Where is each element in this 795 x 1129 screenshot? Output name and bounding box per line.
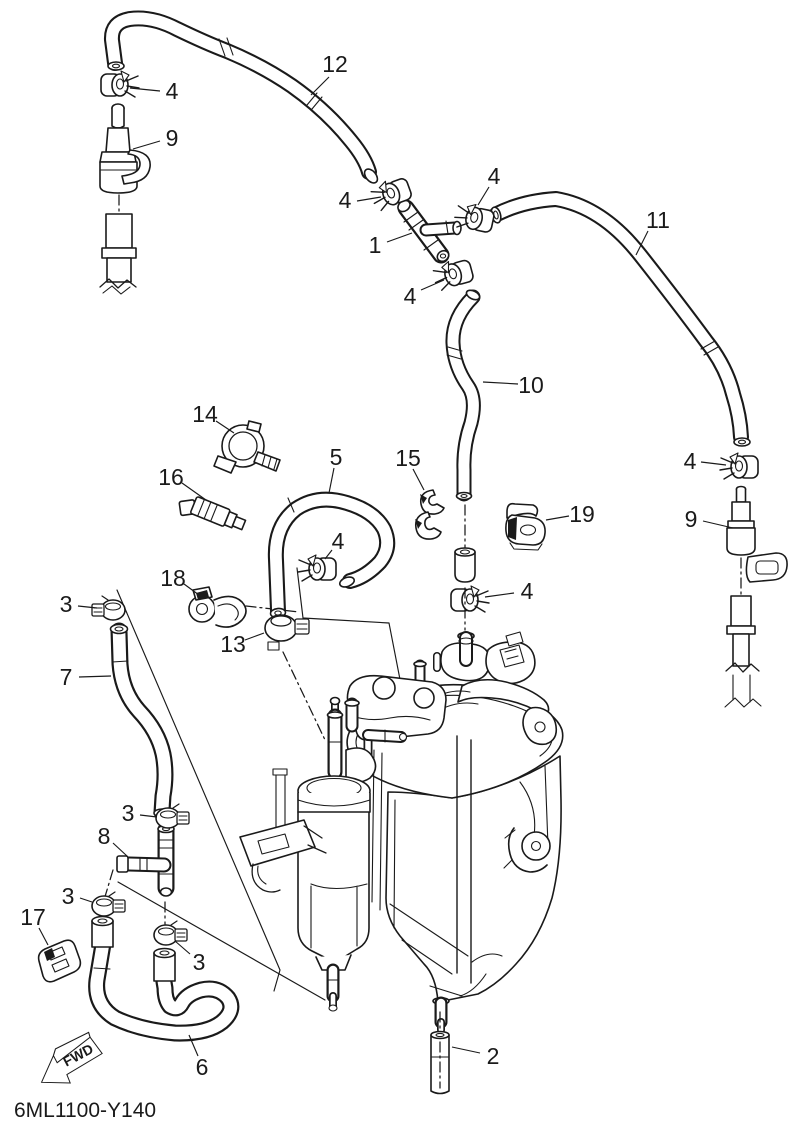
callout-label-9: 9 bbox=[685, 506, 698, 532]
callout-label-4: 4 bbox=[684, 448, 697, 474]
hose-7 bbox=[109, 622, 174, 821]
callout-label-16: 16 bbox=[158, 464, 184, 490]
callout-label-5: 5 bbox=[330, 444, 343, 470]
callout-label-3: 3 bbox=[60, 591, 73, 617]
callout-label-2: 2 bbox=[487, 1043, 500, 1069]
filter-bracket bbox=[239, 819, 327, 893]
callout-leader-3 bbox=[139, 814, 158, 818]
pump-assembly bbox=[344, 631, 564, 1034]
callout-label-3: 3 bbox=[122, 800, 135, 826]
callout-leader-1 bbox=[386, 232, 413, 243]
callout-leader-16 bbox=[181, 482, 207, 501]
hose-12 bbox=[103, 10, 379, 184]
hose-11 bbox=[489, 191, 751, 447]
clip-19 bbox=[505, 502, 546, 551]
clamp-14 bbox=[213, 420, 281, 474]
callout-leader-14 bbox=[215, 420, 235, 434]
callout-label-4: 4 bbox=[521, 578, 534, 604]
callout-leader-9 bbox=[702, 520, 734, 529]
clip-17 bbox=[37, 939, 82, 983]
callout-leader-13 bbox=[244, 632, 265, 641]
callout-leader-8 bbox=[112, 842, 128, 857]
callout-leader-4 bbox=[356, 196, 382, 202]
callout-label-8: 8 bbox=[98, 823, 111, 849]
clamp-4 bbox=[450, 585, 490, 613]
callout-leader-4 bbox=[129, 87, 161, 92]
callout-leader-12 bbox=[310, 76, 330, 96]
callout-leader-17 bbox=[38, 927, 49, 946]
callout-leader-4 bbox=[477, 186, 490, 206]
callout-leader-3 bbox=[79, 897, 93, 903]
callout-label-15: 15 bbox=[395, 445, 421, 471]
callout-label-4: 4 bbox=[332, 528, 345, 554]
locating-lines bbox=[103, 567, 412, 1001]
injector-joint-9-right bbox=[726, 485, 788, 583]
callout-leader-4 bbox=[324, 549, 333, 560]
callout-label-9: 9 bbox=[166, 125, 179, 151]
callout-leader-18 bbox=[183, 583, 200, 596]
fuel-rail-stub-left bbox=[99, 213, 137, 295]
callout-leader-3 bbox=[77, 605, 98, 609]
joint-16 bbox=[178, 496, 247, 531]
fwd-arrow-icon: FWD bbox=[40, 1031, 103, 1084]
callout-label-4: 4 bbox=[488, 163, 501, 189]
callout-label-11: 11 bbox=[646, 207, 670, 233]
callout-label-13: 13 bbox=[220, 631, 246, 657]
callout-label-19: 19 bbox=[569, 501, 595, 527]
callout-leader-4 bbox=[700, 461, 727, 466]
callout-leader-6 bbox=[188, 1034, 199, 1057]
part-code: 6ML1100-Y140 bbox=[14, 1099, 156, 1122]
callout-label-4: 4 bbox=[404, 283, 417, 309]
callout-label-12: 12 bbox=[322, 51, 348, 77]
clamp-3 bbox=[91, 891, 126, 917]
callout-label-18: 18 bbox=[160, 565, 186, 591]
clamp-4 bbox=[719, 452, 759, 480]
callout-leader-4 bbox=[420, 279, 445, 291]
hose-10 bbox=[445, 289, 481, 583]
joint-8 bbox=[116, 821, 175, 897]
injector-joint-9-left bbox=[99, 103, 151, 194]
callout-label-4: 4 bbox=[339, 187, 352, 213]
callout-label-14: 14 bbox=[192, 401, 218, 427]
callout-leader-9 bbox=[132, 140, 161, 150]
fuel-rail-stub-right bbox=[724, 595, 762, 708]
hose-5 bbox=[267, 491, 396, 619]
clamp-4 bbox=[100, 70, 140, 98]
callout-leader-5 bbox=[328, 467, 335, 494]
callout-leader-7 bbox=[78, 675, 112, 678]
callout-label-3: 3 bbox=[193, 949, 206, 975]
callout-label-3: 3 bbox=[62, 883, 75, 909]
callout-leader-4 bbox=[484, 592, 515, 598]
callout-leader-15 bbox=[412, 468, 425, 491]
callout-label-1: 1 bbox=[369, 232, 382, 258]
callout-leader-3 bbox=[174, 940, 191, 955]
clamp-3 bbox=[153, 920, 188, 946]
callout-label-17: 17 bbox=[20, 904, 46, 930]
callout-leader-11 bbox=[635, 230, 649, 256]
callout-label-7: 7 bbox=[60, 664, 73, 690]
callout-leader-2 bbox=[451, 1046, 481, 1054]
callout-leader-19 bbox=[545, 515, 570, 521]
clip-15 bbox=[414, 489, 445, 540]
clip-18 bbox=[188, 586, 247, 628]
clamp-4 bbox=[297, 554, 337, 582]
alignment-centerlines bbox=[118, 194, 742, 1089]
hose-6 bbox=[88, 915, 240, 1042]
clamp-13 bbox=[264, 614, 310, 651]
callout-label-4: 4 bbox=[166, 78, 179, 104]
callout-label-10: 10 bbox=[518, 372, 544, 398]
callout-leader-10 bbox=[482, 381, 519, 385]
callout-label-6: 6 bbox=[196, 1054, 209, 1080]
joint-1 bbox=[397, 199, 462, 264]
